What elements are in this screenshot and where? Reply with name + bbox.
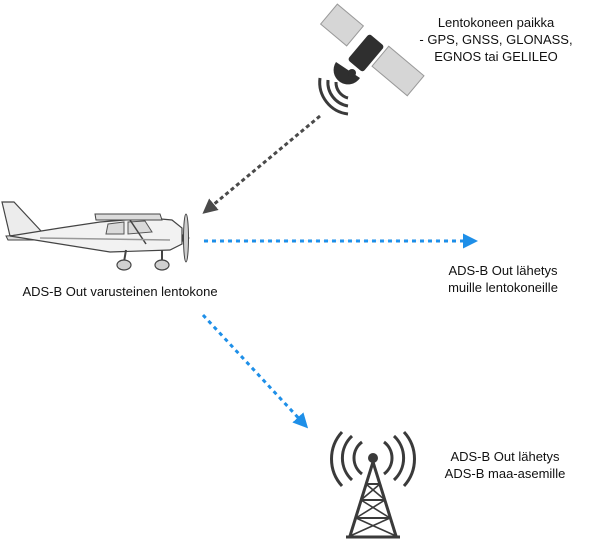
air-broadcast-label: ADS-B Out lähetys muille lentokoneille (418, 262, 588, 296)
satellite-label-line-1: Lentokoneen paikka (437, 15, 555, 30)
ground-broadcast-label: ADS-B Out lähetys ADS-B maa-asemille (420, 448, 590, 482)
air-broadcast-label-line-1: ADS-B Out lähetys (448, 263, 558, 278)
satellite-label-line-3: EGNOS tai GELILEO (434, 49, 558, 64)
ground-broadcast-label-line-2: ADS-B maa-asemille (444, 466, 566, 481)
ground-broadcast-arrow (201, 313, 309, 429)
aircraft-icon (1, 201, 190, 271)
ground-station-icon (330, 430, 416, 539)
aircraft-label: ADS-B Out varusteinen lentokone (22, 284, 218, 299)
satellite-label-line-2: - GPS, GNSS, GLONASS, (419, 32, 573, 47)
satellite-icon (318, 3, 425, 116)
ground-broadcast-label-line-1: ADS-B Out lähetys (450, 449, 560, 464)
satellite-position-label: Lentokoneen paikka - GPS, GNSS, GLONASS,… (398, 14, 594, 65)
air-broadcast-label-line-2: muille lentokoneille (448, 280, 558, 295)
gps-signal-arrow (202, 114, 321, 214)
